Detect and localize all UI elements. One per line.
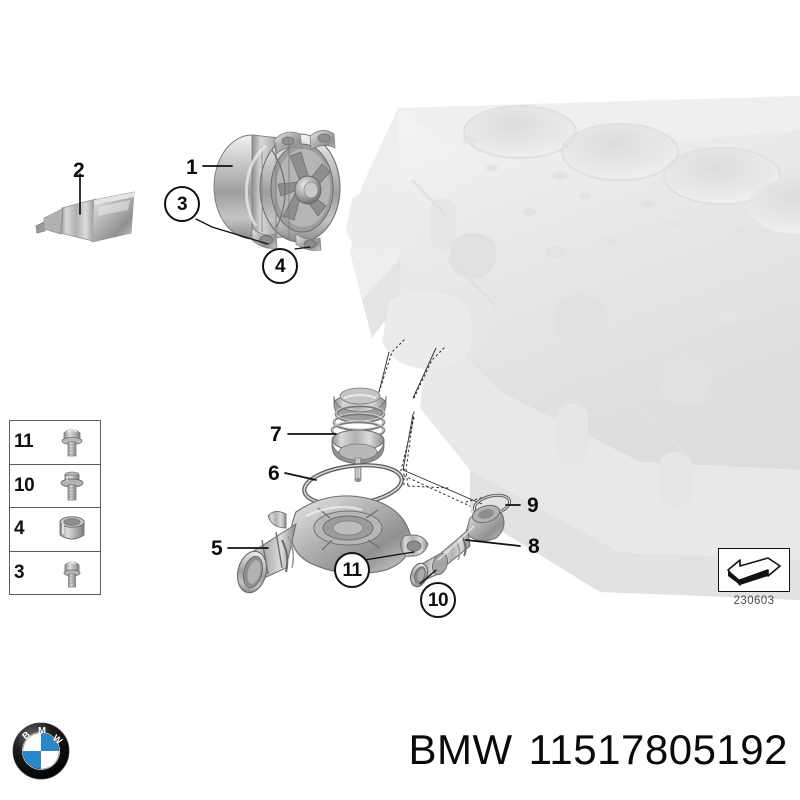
- hex-head-bolt-icon: [44, 552, 100, 595]
- engine-block-ghost: [346, 96, 800, 600]
- svg-text:M: M: [38, 726, 46, 737]
- callout-7-thermostat: 7: [270, 423, 282, 446]
- legend-number-10: 10: [14, 474, 35, 496]
- legend-row-10: 10: [10, 465, 100, 508]
- callout-6-o-ring: 6: [268, 462, 280, 485]
- callout-4-bushing: 4: [262, 248, 298, 284]
- footer-part-number: 11517805192: [528, 726, 788, 773]
- parts-legend-table: 11: [9, 420, 101, 595]
- drawing-reference-box: 230603: [718, 548, 790, 607]
- bmw-roundel-logo: B M W: [12, 722, 70, 780]
- legend-number-4: 4: [14, 518, 25, 540]
- collar-bolt-icon: [44, 465, 100, 508]
- drawing-reference-code: 230603: [733, 595, 775, 607]
- assembly-arrow-icon: [718, 548, 790, 592]
- callout-10-bolt: 10: [420, 582, 456, 618]
- legend-number-11: 11: [14, 431, 34, 453]
- callout-2-sealant-tube: 2: [73, 159, 85, 182]
- callout-1-water-pump: 1: [186, 156, 198, 179]
- part-water-pump-assembly: [213, 130, 341, 251]
- part-thermostat-insert: [330, 387, 387, 482]
- callout-3-bolt: 3: [164, 186, 200, 222]
- callout-5-thermostat-housing: 5: [211, 537, 223, 560]
- callout-9-o-ring: 9: [527, 494, 539, 517]
- part-sealant-tube: [35, 191, 135, 243]
- legend-row-3: 3: [10, 552, 100, 595]
- bushing-sleeve-icon: [44, 508, 100, 551]
- footer-brand: BMW: [408, 726, 513, 773]
- part-thermostat-housing: [236, 495, 429, 594]
- callout-11-bolt: 11: [334, 552, 370, 588]
- footer-bar: B M W BMW 11517805192: [0, 700, 800, 800]
- bmw-cooling-system-exploded-diagram: [35, 96, 800, 600]
- part-coolant-pipe-elbow: [409, 504, 505, 588]
- legend-row-11: 11: [10, 421, 100, 465]
- hex-flange-bolt-icon: [44, 421, 100, 464]
- assembly-guide-lines-solid: [378, 347, 483, 505]
- callout-8-coolant-elbow: 8: [528, 535, 540, 558]
- callout-leader-lines: [79, 165, 521, 585]
- footer-part-title: BMW 11517805192: [0, 700, 788, 800]
- legend-row-4: 4: [10, 508, 100, 552]
- legend-number-3: 3: [14, 561, 25, 583]
